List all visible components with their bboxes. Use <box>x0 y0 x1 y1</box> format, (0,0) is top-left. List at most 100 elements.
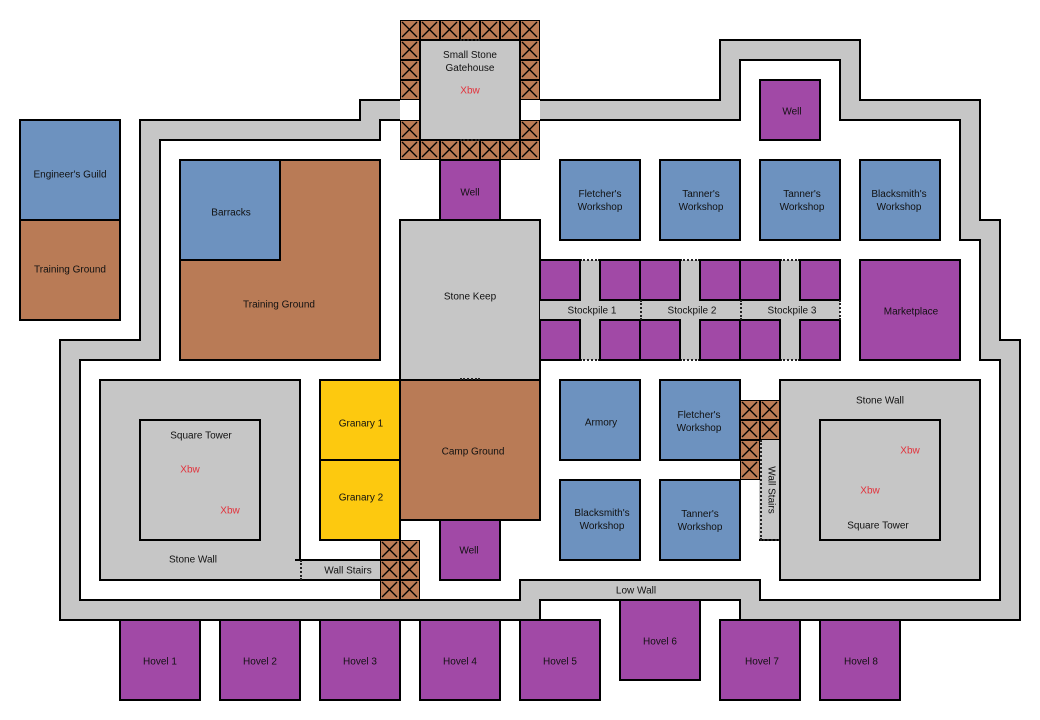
crenellation-tile-icon <box>500 20 520 40</box>
crenellation-tile-icon <box>400 80 420 100</box>
stockpile-slot[interactable] <box>639 259 681 301</box>
crossbow-marker-gatehouse-xbw: Xbw <box>460 85 480 97</box>
crenellation-tile-icon <box>400 140 420 160</box>
crenellation-tile-icon <box>380 540 400 560</box>
label-well-south: Well <box>459 545 479 557</box>
hovel-7[interactable] <box>719 619 801 701</box>
crenellation-tile-icon <box>400 540 420 560</box>
passage-marker <box>460 139 480 141</box>
hovel-6[interactable] <box>619 599 701 681</box>
stockpile-slot[interactable] <box>799 259 841 301</box>
label-marketplace: Marketplace <box>883 306 939 318</box>
label-low-wall: Low Wall <box>615 585 657 597</box>
passage-marker <box>460 39 480 41</box>
label-tanners-workshop-1: Tanner's Workshop <box>678 189 724 213</box>
stockpile-aisle <box>680 260 700 360</box>
passage-marker <box>680 359 700 361</box>
label-camp-ground: Camp Ground <box>441 446 505 458</box>
label-training-ground-left: Training Ground <box>34 264 106 276</box>
label-tanners-workshop-2: Tanner's Workshop <box>779 189 825 213</box>
outer-wall-fill <box>61 41 1019 619</box>
crenellation-tile-icon <box>760 420 780 440</box>
granary-1[interactable] <box>319 379 401 461</box>
stockpile-slot[interactable] <box>539 259 581 301</box>
crenellation-tile-icon <box>520 80 540 100</box>
hovel-4[interactable] <box>419 619 501 701</box>
marketplace[interactable] <box>859 259 961 361</box>
stockpile-slot[interactable] <box>599 259 641 301</box>
camp-ground[interactable] <box>399 379 541 521</box>
label-granary-1: Granary 1 <box>338 418 384 430</box>
stockpile-slot[interactable] <box>699 259 741 301</box>
crenellation-tile-icon <box>740 460 760 480</box>
crossbow-marker-east-xbw-2: Xbw <box>860 485 880 497</box>
stockpile-slot[interactable] <box>799 319 841 361</box>
stockpile-slot[interactable] <box>639 319 681 361</box>
crenellation-tile-icon <box>440 140 460 160</box>
well-north[interactable] <box>439 159 501 221</box>
well-northeast[interactable] <box>759 79 821 141</box>
blacksmiths-workshop-north[interactable] <box>859 159 941 241</box>
passage-marker <box>300 560 302 580</box>
armory[interactable] <box>559 379 641 461</box>
label-hovel-5: Hovel 5 <box>543 656 577 668</box>
wall-stairs-west[interactable] <box>295 559 387 581</box>
stockpile-slot[interactable] <box>599 319 641 361</box>
label-wall-stairs-east: Wall Stairs <box>765 466 777 514</box>
label-hovel-8: Hovel 8 <box>844 656 878 668</box>
stockpile-slot[interactable] <box>739 319 781 361</box>
barracks[interactable] <box>179 159 281 261</box>
crenellation-tile-icon <box>480 20 500 40</box>
passage-marker <box>839 300 841 320</box>
label-fletchers-workshop-2: Fletcher's Workshop <box>676 410 722 434</box>
hovel-5[interactable] <box>519 619 601 701</box>
training-ground-west[interactable] <box>19 219 121 321</box>
passage-marker <box>760 440 762 540</box>
stockpile-slot[interactable] <box>539 319 581 361</box>
tanners-workshop-south[interactable] <box>659 479 741 561</box>
label-gatehouse: Small Stone Gatehouse <box>443 50 497 74</box>
blacksmiths-workshop-south[interactable] <box>559 479 641 561</box>
hovel-8[interactable] <box>819 619 901 701</box>
tanners-workshop-north-2[interactable] <box>759 159 841 241</box>
label-well-north: Well <box>460 187 480 199</box>
stockpile-aisle <box>780 260 800 360</box>
label-tanners-workshop-3: Tanner's Workshop <box>677 509 723 533</box>
well-south[interactable] <box>439 519 501 581</box>
square-tower-west[interactable] <box>139 419 261 541</box>
label-stockpile-3: Stockpile 3 <box>767 305 817 317</box>
passage-marker <box>740 300 742 320</box>
crossbow-marker-west-xbw-2: Xbw <box>220 505 240 517</box>
crenellation-tile-icon <box>460 20 480 40</box>
stone-keep[interactable] <box>399 219 541 381</box>
stockpile-slot[interactable] <box>739 259 781 301</box>
crenellation-tile-icon <box>760 400 780 420</box>
tanners-workshop-north-1[interactable] <box>659 159 741 241</box>
label-armory: Armory <box>584 417 618 429</box>
crenellation-tile-icon <box>400 560 420 580</box>
stockpile-slot[interactable] <box>699 319 741 361</box>
crenellation-tile-icon <box>520 40 540 60</box>
fletchers-workshop-south[interactable] <box>659 379 741 461</box>
passage-marker <box>580 359 600 361</box>
square-tower-east[interactable] <box>819 419 941 541</box>
fletchers-workshop-north[interactable] <box>559 159 641 241</box>
hovel-2[interactable] <box>219 619 301 701</box>
label-hovel-6: Hovel 6 <box>643 636 677 648</box>
gatehouse[interactable] <box>419 39 521 141</box>
crenellation-tile-icon <box>400 120 420 140</box>
crenellation-tile-icon <box>460 140 480 160</box>
label-square-tower-east: Square Tower <box>847 520 909 532</box>
label-barracks: Barracks <box>211 207 251 219</box>
engineers-guild[interactable] <box>19 119 121 221</box>
hovel-3[interactable] <box>319 619 401 701</box>
granary-2[interactable] <box>319 459 401 541</box>
passage-marker <box>760 539 780 541</box>
label-well-northeast: Well <box>782 106 802 118</box>
passage-marker <box>580 259 600 261</box>
crenellation-tile-icon <box>400 60 420 80</box>
crenellation-tile-icon <box>740 400 760 420</box>
hovel-1[interactable] <box>119 619 201 701</box>
label-engineers-guild: Engineer's Guild <box>33 169 107 181</box>
crenellation-tile-icon <box>420 140 440 160</box>
